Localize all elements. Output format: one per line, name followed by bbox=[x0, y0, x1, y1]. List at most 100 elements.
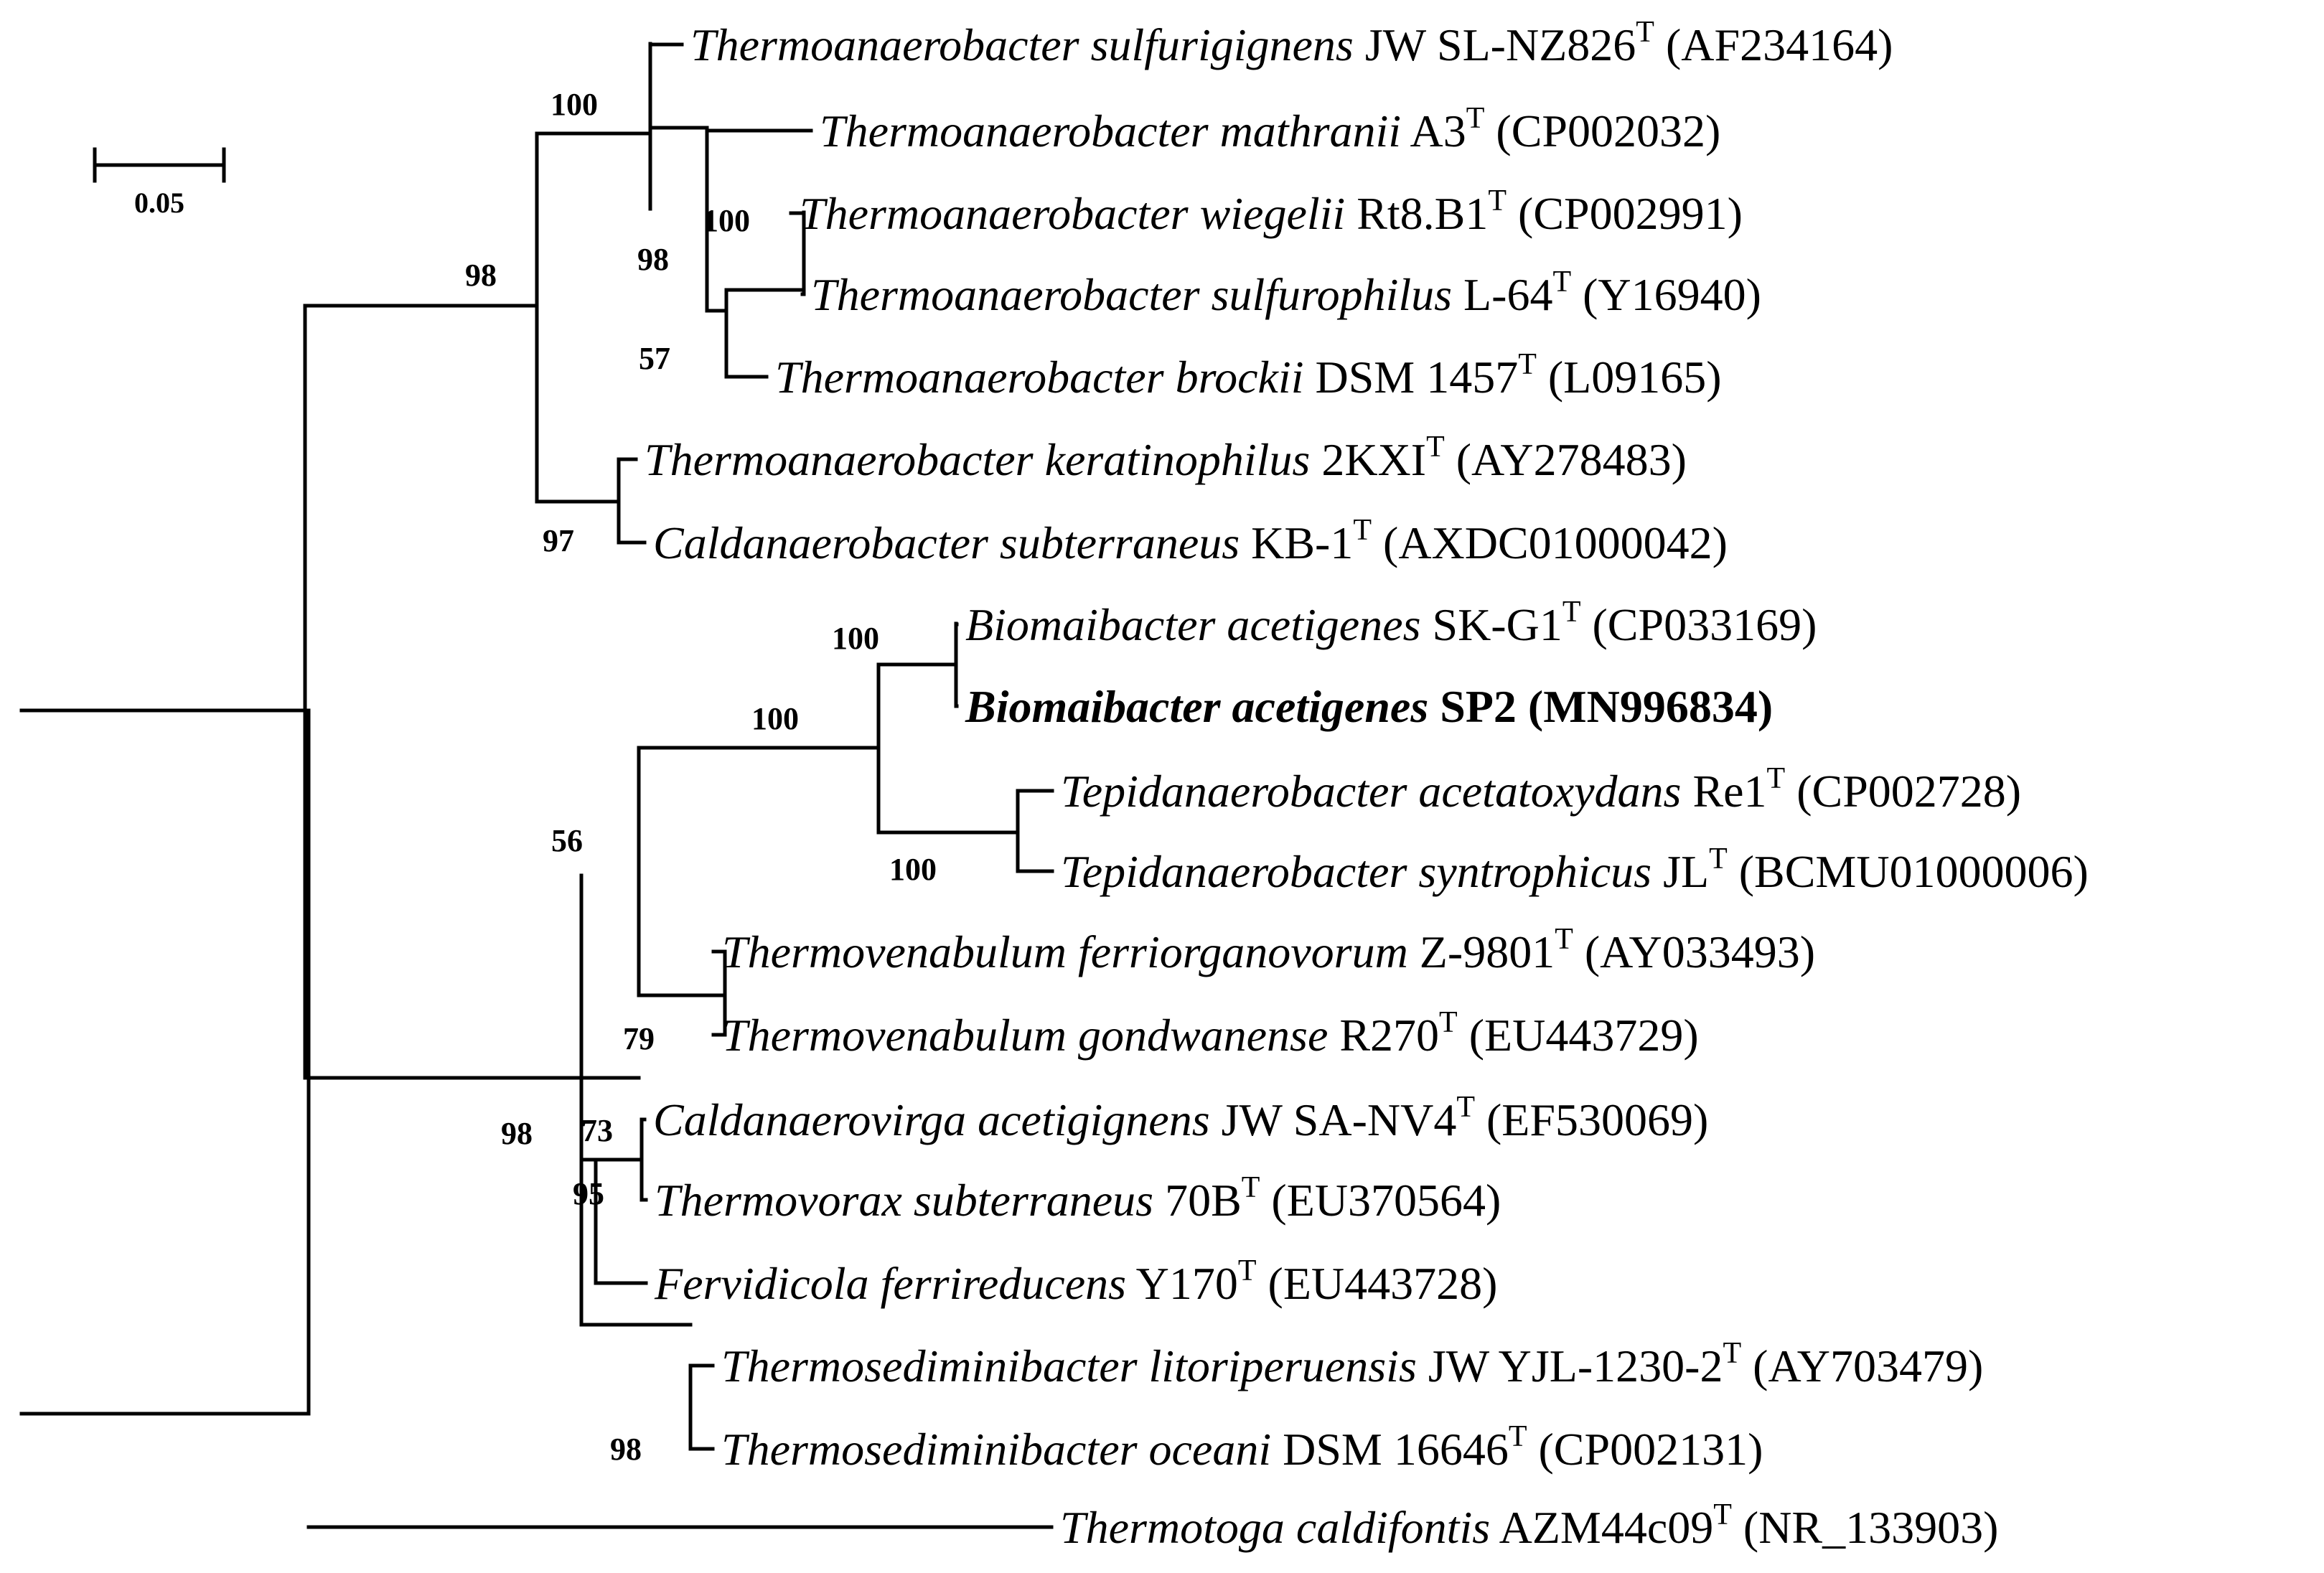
taxon-label: Thermosediminibacter litoriperuensis JW … bbox=[721, 1337, 1983, 1391]
taxon-label: Thermovenabulum gondwanense R270T (EU443… bbox=[722, 1006, 1699, 1061]
type-strain-mark: T bbox=[1555, 923, 1573, 956]
taxon-species-name: Tepidanaerobacter syntrophicus bbox=[1061, 846, 1651, 897]
taxon-accession: (CP002032) bbox=[1484, 105, 1720, 156]
taxon-label: Thermoanaerobacter wiegelii Rt8.B1T (CP0… bbox=[800, 184, 1743, 239]
bootstrap-value: 100 bbox=[550, 87, 598, 122]
taxon-strain: DSM 16646 bbox=[1271, 1424, 1509, 1475]
taxon-strain: AZM44c09 bbox=[1490, 1502, 1713, 1553]
taxon-species-name: Thermovenabulum ferriorganovorum bbox=[722, 926, 1408, 977]
taxon-label: Fervidicola ferrireducens Y170T (EU44372… bbox=[654, 1254, 1497, 1309]
taxon-species-name: Thermoanaerobacter keratinophilus bbox=[645, 434, 1310, 485]
taxon-label: Tepidanaerobacter acetatoxydans Re1T (CP… bbox=[1061, 762, 2021, 817]
bootstrap-value: 98 bbox=[637, 242, 669, 277]
type-strain-mark: T bbox=[1238, 1254, 1257, 1287]
taxon-label: Thermoanaerobacter mathranii A3T (CP0020… bbox=[820, 102, 1720, 156]
type-strain-mark: T bbox=[1353, 514, 1372, 547]
taxon-species-name: Thermoanaerobacter mathranii bbox=[820, 105, 1401, 156]
type-strain-mark: T bbox=[1439, 1006, 1458, 1039]
taxon-strain: JL bbox=[1651, 846, 1709, 897]
taxon-strain: DSM 1457 bbox=[1303, 352, 1518, 403]
bootstrap-value: 95 bbox=[573, 1176, 604, 1211]
taxon-strain: L-64 bbox=[1452, 269, 1552, 320]
taxon-strain: Rt8.B1 bbox=[1345, 188, 1488, 239]
taxon-species-name: Biomaibacter acetigenes bbox=[965, 599, 1420, 650]
taxon-label: Thermotoga caldifontis AZM44c09T (NR_133… bbox=[1060, 1498, 1998, 1553]
taxon-strain: Re1 bbox=[1681, 766, 1766, 817]
taxon-species-name: Thermosediminibacter oceani bbox=[721, 1424, 1271, 1475]
taxon-accession: (CP002131) bbox=[1527, 1424, 1763, 1475]
bootstrap-value: 79 bbox=[623, 1021, 655, 1056]
taxon-strain: Z-9801 bbox=[1408, 926, 1555, 977]
taxon-strain: SP2 bbox=[1428, 681, 1517, 732]
taxon-species-name: Thermoanaerobacter sulfurophilus bbox=[811, 269, 1452, 320]
taxon-accession: (CP033169) bbox=[1580, 599, 1817, 650]
taxon-species-name: Thermovenabulum gondwanense bbox=[722, 1010, 1328, 1061]
type-strain-mark: T bbox=[1562, 596, 1581, 629]
type-strain-mark: T bbox=[1767, 762, 1786, 795]
bootstrap-value: 57 bbox=[639, 341, 670, 376]
bootstrap-value: 98 bbox=[501, 1116, 533, 1151]
type-strain-mark: T bbox=[1552, 266, 1571, 299]
taxon-accession: (AXDC01000042) bbox=[1372, 517, 1728, 568]
type-strain-mark: T bbox=[1242, 1171, 1260, 1204]
taxon-strain: KB-1 bbox=[1240, 517, 1353, 568]
taxon-accession: (MN996834) bbox=[1517, 681, 1773, 732]
taxon-species-name: Thermoanaerobacter sulfurigignens bbox=[690, 19, 1354, 70]
taxon-label: Thermoanaerobacter sulfurigignens JW SL-… bbox=[690, 16, 1893, 70]
taxon-strain: 2KXI bbox=[1310, 434, 1426, 485]
taxon-strain: R270 bbox=[1328, 1010, 1439, 1061]
bootstrap-value: 100 bbox=[751, 701, 799, 736]
type-strain-mark: T bbox=[1509, 1420, 1527, 1453]
bootstrap-value: 98 bbox=[610, 1432, 642, 1467]
taxon-label: Thermoanaerobacter sulfurophilus L-64T (… bbox=[811, 266, 1761, 320]
taxon-accession: (EU443729) bbox=[1458, 1010, 1699, 1061]
bootstrap-value: 56 bbox=[551, 823, 583, 858]
taxon-label: Caldanaerovirga acetigignens JW SA-NV4T … bbox=[653, 1091, 1708, 1145]
taxon-species-name: Tepidanaerobacter acetatoxydans bbox=[1061, 766, 1681, 817]
taxon-accession: (CP002728) bbox=[1785, 766, 2021, 817]
type-strain-mark: T bbox=[1709, 842, 1728, 875]
taxon-label: Thermovenabulum ferriorganovorum Z-9801T… bbox=[722, 923, 1815, 977]
taxon-species-name: Thermovorax subterraneus bbox=[655, 1175, 1153, 1226]
taxon-species-name: Biomaibacter acetigenes bbox=[965, 681, 1428, 732]
taxon-accession: (EF530069) bbox=[1475, 1094, 1708, 1145]
taxon-species-name: Thermosediminibacter litoriperuensis bbox=[721, 1340, 1417, 1391]
taxon-labels: Thermoanaerobacter sulfurigignens JW SL-… bbox=[645, 16, 2089, 1553]
taxon-label: Biomaibacter acetigenes SK-G1T (CP033169… bbox=[965, 596, 1817, 650]
taxon-species-name: Caldanaerovirga acetigignens bbox=[653, 1094, 1210, 1145]
type-strain-mark: T bbox=[1466, 102, 1485, 135]
bootstrap-value: 73 bbox=[581, 1113, 613, 1148]
taxon-strain: 70B bbox=[1153, 1175, 1242, 1226]
taxon-accession: (CP002991) bbox=[1507, 188, 1743, 239]
taxon-species-name: Fervidicola ferrireducens bbox=[654, 1258, 1126, 1309]
bootstrap-value: 100 bbox=[889, 852, 937, 887]
taxon-strain: JW SL-NZ826 bbox=[1354, 19, 1636, 70]
taxon-accession: (EU443728) bbox=[1257, 1258, 1498, 1309]
taxon-accession: (AY703479) bbox=[1741, 1340, 1983, 1391]
tree-branches bbox=[19, 42, 1054, 1529]
type-strain-mark: T bbox=[1636, 16, 1654, 49]
taxon-accession: (AY278483) bbox=[1445, 434, 1687, 485]
taxon-label: Caldanaerobacter subterraneus KB-1T (AXD… bbox=[653, 514, 1728, 568]
taxon-accession: (BCMU01000006) bbox=[1728, 846, 2089, 897]
type-strain-mark: T bbox=[1518, 348, 1537, 381]
taxon-species-name: Caldanaerobacter subterraneus bbox=[653, 517, 1240, 568]
type-strain-mark: T bbox=[1488, 184, 1507, 217]
taxon-strain: Y170 bbox=[1126, 1258, 1238, 1309]
scale-bar-label: 0.05 bbox=[134, 187, 184, 219]
type-strain-mark: T bbox=[1426, 431, 1445, 464]
taxon-species-name: Thermoanaerobacter wiegelii bbox=[800, 188, 1345, 239]
type-strain-mark: T bbox=[1723, 1337, 1741, 1370]
scale-bar: 0.05 bbox=[93, 147, 226, 219]
taxon-accession: (L09165) bbox=[1537, 352, 1722, 403]
bootstrap-value: 100 bbox=[832, 621, 879, 656]
taxon-label: Thermoanaerobacter keratinophilus 2KXIT … bbox=[645, 431, 1687, 485]
taxon-label: Tepidanaerobacter syntrophicus JLT (BCMU… bbox=[1061, 842, 2089, 897]
taxon-species-name: Thermotoga caldifontis bbox=[1060, 1502, 1490, 1553]
taxon-strain: A3 bbox=[1401, 105, 1466, 156]
taxon-label: Thermoanaerobacter brockii DSM 1457T (L0… bbox=[775, 348, 1722, 403]
taxon-label: Thermosediminibacter oceani DSM 16646T (… bbox=[721, 1420, 1763, 1475]
type-strain-mark: T bbox=[1456, 1091, 1475, 1124]
bootstrap-value: 100 bbox=[703, 203, 750, 238]
